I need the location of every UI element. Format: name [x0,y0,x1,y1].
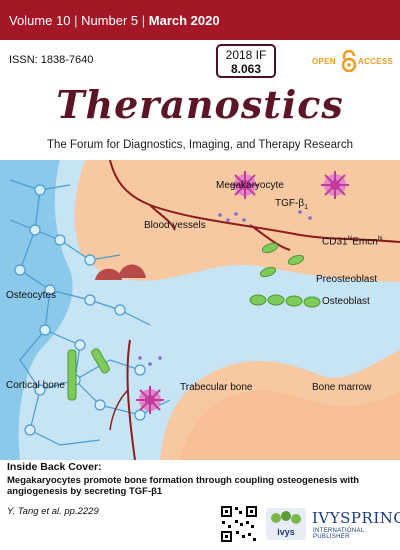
header-bar: Volume 10 | Number 5 | March 2020 [0,0,400,40]
cortical-bone-shade [0,160,73,460]
blood-vessels [109,159,400,461]
ivy-logo-text: ivys [277,527,295,537]
label-megakaryocyte: Megakaryocyte [216,180,284,191]
label-tgf-sub: 1 [304,204,308,211]
label-emcn-sup: hi [377,236,383,242]
ivyspring-logo-icon: ivys [266,508,306,540]
impact-factor-value: 8.063 [230,62,262,76]
label-cd31-sup: hi [347,236,353,242]
label-tgf: TGF-β1 [275,198,308,211]
number-text: Number 5 [81,13,139,28]
impact-factor-label: 2018 IF [225,48,267,62]
lower-marrow-shade [180,390,400,460]
osteoblasts [67,242,321,401]
publisher-subtitle: INTERNATIONAL PUBLISHER [313,528,365,540]
label-preosteoblast: Preosteoblast [316,274,378,285]
issn-text: ISSN: 1838-7640 [9,54,94,66]
publisher-name: IVYSPRING [312,509,400,527]
label-tgf-text: TGF-β [275,198,305,209]
qr-code-icon [220,505,258,543]
separator: | [74,13,82,28]
inside-back-cover-heading: Inside Back Cover: [7,461,102,473]
open-lock-icon [341,50,357,72]
label-cortical-bone: Cortical bone [6,380,65,391]
journal-title: Theranostics [56,82,344,127]
label-osteocytes: Osteocytes [6,290,57,301]
volume-text: Volume 10 [9,13,71,28]
label-cd31: CD31 [322,236,348,248]
label-emcn: Emcn [352,236,378,248]
issue-info: Volume 10 | Number 5 | March 2020 [9,13,220,28]
megakaryocytes [136,171,349,414]
cover-illustration: Megakaryocyte TGF-β1 Blood vessels CD31h… [0,159,400,461]
inside-back-cover-text: Megakaryocytes promote bone formation th… [7,475,360,497]
separator: | [141,13,149,28]
inside-back-cover-reference: Y. Tang et al. pp.2229 [7,506,99,517]
label-blood-vessels: Blood vessels [144,220,206,231]
label-trabecular-bone: Trabecular bone [180,382,253,393]
bone-illustration [0,159,400,461]
label-osteoblast: Osteoblast [322,296,370,307]
tgf-dots [138,210,312,366]
label-bone-marrow: Bone marrow [312,382,372,393]
open-access-logo: OPEN ACCESS [312,48,394,74]
journal-subtitle: The Forum for Diagnostics, Imaging, and … [47,139,353,151]
osteocyte-nodes [14,184,146,436]
date-text: March 2020 [148,13,220,28]
open-access-access: ACCESS [358,57,394,66]
open-access-open: OPEN [312,57,336,66]
osteoclasts [95,264,146,280]
label-cd31-emcn: CD31hiEmcnhi [322,236,382,247]
impact-factor-box: 2018 IF 8.063 [216,44,276,78]
